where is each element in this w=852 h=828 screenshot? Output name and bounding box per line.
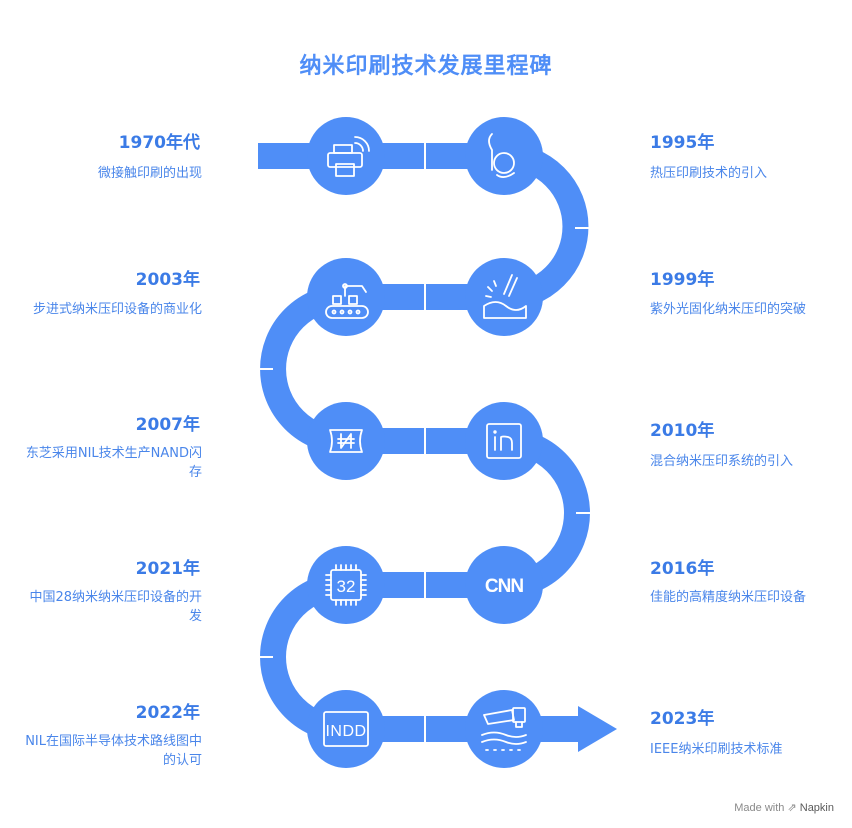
milestone-year-1999: 1999年 <box>650 270 715 290</box>
napkin-logo-icon: ⇗ <box>787 802 797 814</box>
milestone-desc-2023: IEEE纳米印刷技术标准 <box>650 742 783 757</box>
milestone-desc-2010: 混合纳米压印系统的引入 <box>650 454 794 469</box>
indd-icon <box>323 711 369 747</box>
milestone-desc-1970s: 微接触印刷的出现 <box>97 166 202 181</box>
milestone-desc-2021: 中国28纳米纳米压印设备的开发 <box>29 590 202 624</box>
indesign-in-icon <box>486 423 522 459</box>
milestone-year-2003: 2003年 <box>135 270 200 290</box>
milestone-desc-1995: 热压印刷技术的引入 <box>650 166 768 181</box>
milestone-year-1970s: 1970年代 <box>118 133 200 153</box>
page-title: 纳米印刷技术发展里程碑 <box>299 54 553 79</box>
indd-text: INDD <box>325 723 366 740</box>
milestone-desc-2007: 东芝采用NIL技术生产NAND闪存 <box>25 446 202 480</box>
uv-curing-icon <box>483 274 527 319</box>
printer-wifi-icon <box>327 136 370 177</box>
milestone-year-2007: 2007年 <box>135 415 200 435</box>
milestone-year-2016: 2016年 <box>650 559 715 579</box>
chip-32-icon <box>325 564 367 606</box>
made-with-napkin[interactable]: Made with ⇗ Napkin <box>734 801 834 814</box>
conveyor-robot-icon <box>325 283 369 319</box>
laser-engraving-icon <box>481 707 527 751</box>
milestone-year-2021: 2021年 <box>135 559 200 579</box>
milestone-desc-2016: 佳能的高精度纳米压印设备 <box>650 590 807 605</box>
milestone-year-1995: 1995年 <box>650 133 715 153</box>
milestone-year-2023: 2023年 <box>650 709 715 729</box>
milestone-desc-2003: 步进式纳米压印设备的商业化 <box>32 302 202 317</box>
milestone-year-2010: 2010年 <box>650 421 715 441</box>
napkin-brand: Napkin <box>799 802 834 814</box>
chip-32-text: 32 <box>337 577 356 596</box>
cnn-icon: CNN <box>485 576 523 597</box>
arrow-head <box>578 706 617 752</box>
naira-icon <box>329 429 363 453</box>
milestone-year-2022: 2022年 <box>135 703 200 723</box>
made-with-label: Made with <box>734 802 785 814</box>
milestone-desc-1999: 紫外光固化纳米压印的突破 <box>650 302 807 317</box>
brand-b-icon <box>488 133 515 178</box>
milestone-desc-2022: NIL在国际半导体技术路线图中的认可 <box>25 734 202 768</box>
